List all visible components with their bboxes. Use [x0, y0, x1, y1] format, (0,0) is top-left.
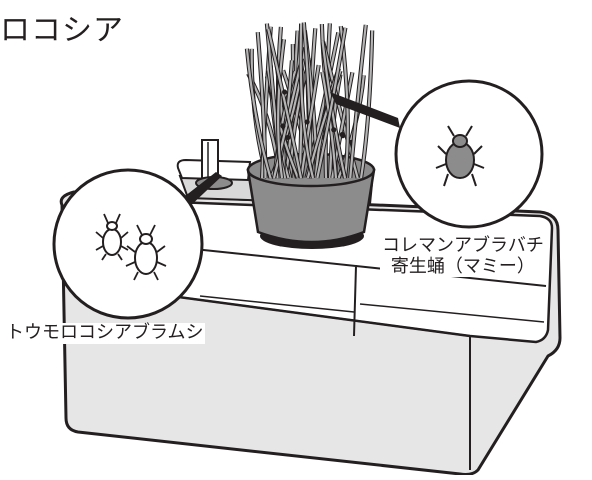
wheat-stem [245, 48, 272, 179]
aphid-label: トウモロコシアブラムシ [4, 322, 206, 344]
aphid-dot [285, 134, 291, 141]
aphid-dot [304, 119, 310, 125]
plant-pot [246, 168, 376, 244]
wasp-mummy-label: コレマンアブラバチ 寄生蛹（マミー） [380, 235, 546, 278]
aphid-mummy-icon [435, 125, 485, 187]
aphid-dot [331, 127, 337, 133]
wheat-plant [244, 22, 375, 179]
aphid-icon-1 [95, 213, 129, 261]
aphid-dot [282, 89, 288, 95]
aphid-dot [340, 133, 346, 139]
aphid-dot [280, 123, 286, 129]
wheat-stem [299, 23, 315, 179]
wheat-stem [277, 39, 286, 179]
wasp-callout-pointer [330, 92, 400, 128]
aphid-callout-pointer [180, 172, 222, 210]
wheat-stem [267, 28, 303, 179]
wasp-label-line2: 寄生蛹（マミー） [390, 255, 535, 277]
aphid-icon-2 [125, 224, 167, 281]
wheat-stem [321, 40, 347, 179]
wheat-stem [316, 27, 347, 179]
wasp-label-line1: コレマンアブラバチ [382, 235, 544, 256]
title-text: ロコシア [0, 13, 124, 48]
wheat-stem [322, 41, 359, 179]
aphid-circle [52, 168, 204, 320]
wheat-stem [300, 64, 320, 179]
